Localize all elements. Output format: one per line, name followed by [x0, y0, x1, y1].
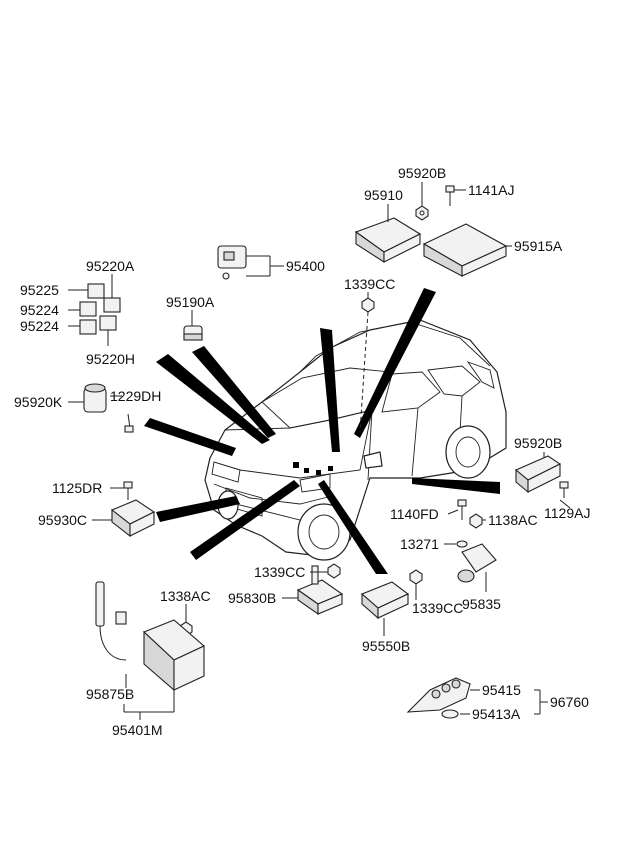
module-95550B	[360, 581, 410, 620]
label-95190A: 95190A	[166, 294, 215, 310]
sensor-95920B-right	[514, 455, 562, 494]
vehicle-illustration	[204, 319, 507, 561]
bolt-1140FD	[457, 499, 467, 520]
label-1339CC-right: 1339CC	[412, 600, 463, 616]
nut-1339CC-mid	[327, 563, 341, 579]
label-95920B-right: 95920B	[514, 435, 562, 451]
key-fob-95415	[406, 677, 471, 713]
switch-95190A	[183, 325, 203, 341]
relays-95225-95224	[79, 283, 121, 335]
nut-95920B	[415, 205, 429, 221]
bolt-1129AJ	[559, 481, 569, 498]
module-95915A	[422, 223, 508, 277]
label-1339CC-top: 1339CC	[344, 276, 395, 292]
pointer-wedges	[144, 288, 500, 574]
label-1338AC: 1338AC	[160, 588, 211, 604]
module-95910	[354, 217, 422, 264]
label-95225: 95225	[20, 282, 59, 298]
label-95920K: 95920K	[14, 394, 63, 410]
part-labels: 95920B 1141AJ 95910 95915A 95400 1339CC …	[14, 165, 590, 738]
label-96760: 96760	[550, 694, 589, 710]
label-95920B-top: 95920B	[398, 165, 446, 181]
label-1125DR: 1125DR	[52, 480, 102, 496]
nut-1339CC-right	[409, 569, 423, 585]
sensor-95400	[217, 245, 247, 280]
bolt-1125DR	[123, 481, 133, 500]
label-95875B: 95875B	[86, 686, 134, 702]
label-95415: 95415	[482, 682, 521, 698]
label-95220H: 95220H	[86, 351, 135, 367]
label-95910: 95910	[364, 187, 403, 203]
label-95915A: 95915A	[514, 238, 563, 254]
module-95401M	[142, 619, 206, 692]
clip-13271	[456, 540, 468, 548]
label-1229DH: 1229DH	[110, 388, 161, 404]
label-95835: 95835	[462, 596, 501, 612]
antenna-95875B	[95, 581, 127, 661]
label-1141AJ: 1141AJ	[468, 182, 514, 198]
label-1140FD: 1140FD	[390, 506, 439, 522]
label-1129AJ: 1129AJ	[544, 505, 590, 521]
nut-1138AC-right	[469, 513, 483, 529]
label-13271: 13271	[400, 536, 439, 552]
sensor-95930C	[110, 499, 156, 538]
sensor-95830B	[296, 565, 344, 616]
nut-1339CC-top	[361, 297, 375, 313]
label-95401M: 95401M	[112, 722, 163, 738]
label-95550B: 95550B	[362, 638, 410, 654]
label-95413A: 95413A	[472, 706, 521, 722]
label-95224-a: 95224	[20, 302, 59, 318]
bolt-1141AJ	[445, 185, 455, 206]
label-95930C: 95930C	[38, 512, 87, 528]
battery-95413A	[441, 709, 459, 719]
label-1339CC-mid: 1339CC	[254, 564, 305, 580]
bolt-1229DH	[124, 413, 134, 433]
leader-lines	[68, 182, 571, 720]
label-95400: 95400	[286, 258, 325, 274]
sensor-95920K	[83, 383, 107, 413]
label-1138AC-right: 1138AC	[488, 512, 538, 528]
sensor-95835	[457, 543, 497, 583]
label-95830B: 95830B	[228, 590, 276, 606]
label-95220A: 95220A	[86, 258, 135, 274]
label-95224-b: 95224	[20, 318, 59, 334]
